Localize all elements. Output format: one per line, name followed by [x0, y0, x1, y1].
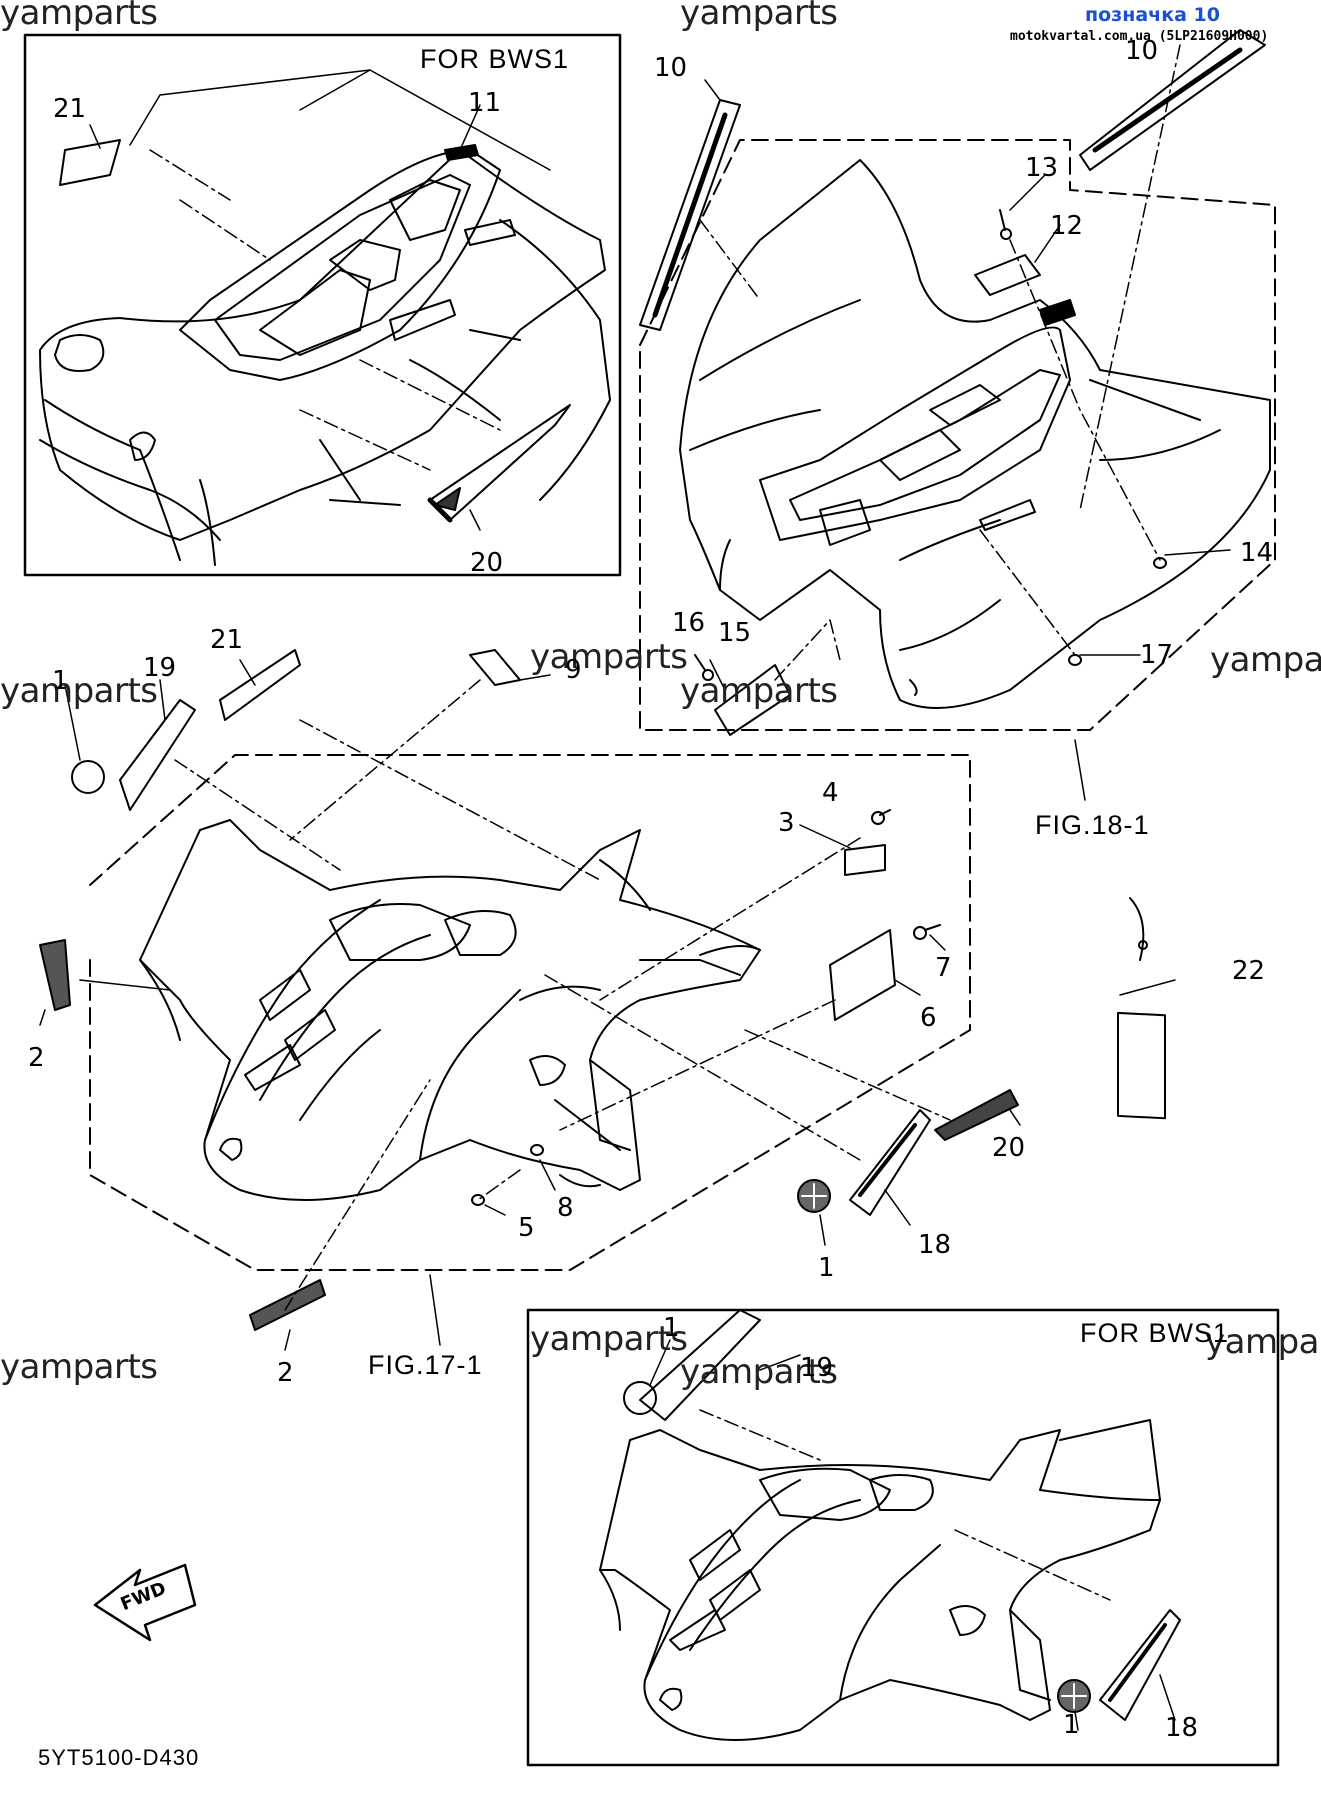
- callout-21: 21: [210, 625, 244, 655]
- callout-22: 22: [1232, 956, 1266, 986]
- fig-ref-17-1: FIG.17-1: [368, 1350, 483, 1380]
- watermark: yamparts: [1210, 640, 1321, 680]
- callout-1: 1: [818, 1253, 835, 1283]
- callout-11: 11: [468, 88, 502, 118]
- plate-12: [974, 254, 1041, 296]
- decal-18: [849, 1109, 931, 1216]
- callout-3: 3: [778, 808, 795, 838]
- front-fender-main: [139, 819, 761, 1201]
- callout-13: 13: [1025, 153, 1059, 183]
- bolt-16: [694, 654, 714, 681]
- emblem-1-circle: [71, 760, 105, 794]
- callout-12: 12: [1050, 211, 1084, 241]
- decal-9: [469, 649, 521, 686]
- callout-16: 16: [672, 608, 706, 638]
- leader-lines-fig18: [699, 44, 1231, 801]
- watermark: yamparts: [680, 671, 838, 711]
- callout-1: 1: [663, 1313, 680, 1343]
- callout-1: 1: [52, 666, 69, 696]
- emblem-1-bws1-circle: [623, 1381, 657, 1415]
- plate-6: [829, 929, 896, 1021]
- rear-fender-bws1: [39, 144, 611, 566]
- watermark: yamparts: [680, 0, 838, 33]
- callout-4: 4: [822, 778, 839, 808]
- callout-20: 20: [992, 1133, 1026, 1163]
- plate-3: [844, 844, 886, 876]
- fig-ref-18-1: FIG.18-1: [1035, 810, 1150, 840]
- callout-9: 9: [565, 655, 582, 685]
- leader-lines-top-left: [89, 69, 551, 531]
- inset-box-top-left: [23, 33, 622, 577]
- decal-20: [934, 1089, 1019, 1141]
- emblem-1-main: [797, 1179, 831, 1213]
- decal-2-upper: [39, 939, 71, 1011]
- callout-10: 10: [1125, 36, 1159, 66]
- nut-17: [1068, 654, 1082, 666]
- nut-14: [1153, 557, 1167, 569]
- fwd-arrow-icon: [93, 1563, 197, 1642]
- callout-19: 19: [800, 1353, 834, 1383]
- decal-20-bws1: [427, 404, 571, 523]
- watermark: yamparts: [0, 1347, 158, 1387]
- fig18-dashed-outline: [639, 139, 1276, 731]
- decal-21-bws1: [59, 139, 121, 186]
- callout-2: 2: [277, 1358, 294, 1388]
- decal-21: [219, 649, 301, 721]
- watermark: yamparts: [0, 671, 158, 711]
- source-label: motokvartal.com.ua (5LP21609H000): [1010, 29, 1269, 44]
- watermark: yamparts: [530, 1319, 688, 1359]
- front-fender-bws1: [599, 1419, 1161, 1741]
- callout-18: 18: [918, 1230, 952, 1260]
- header-tag: позначка 10: [1085, 4, 1220, 26]
- emblem-1-bws1: [1057, 1679, 1091, 1713]
- callout-8: 8: [557, 1193, 574, 1223]
- leader-lines-bottom-right: [649, 1339, 1176, 1731]
- watermark: yamparts: [680, 1352, 838, 1392]
- decal-19: [119, 699, 196, 811]
- callout-10: 10: [654, 53, 688, 83]
- inset-title-bottom-right: FOR BWS1: [1080, 1318, 1230, 1348]
- plate-15: [714, 664, 791, 736]
- tag-22: [1117, 897, 1166, 1120]
- inset-box-bottom-right: [526, 1308, 1280, 1767]
- callout-1: 1: [1063, 1710, 1080, 1740]
- rear-fender-main: [679, 159, 1271, 709]
- callout-19: 19: [143, 653, 177, 683]
- leader-lines-fig17: [39, 659, 1176, 1351]
- watermark: yamparts: [1205, 1322, 1321, 1362]
- fig17-dashed-outline: [89, 754, 971, 1271]
- bolt-13: [999, 209, 1012, 240]
- watermark: yamparts: [0, 0, 158, 33]
- callout-17: 17: [1140, 640, 1174, 670]
- decal-18-bws1: [1099, 1609, 1181, 1721]
- bolt-7: [913, 924, 941, 940]
- decal-10-top: [1079, 29, 1266, 171]
- diagram-code: 5YT5100-D430: [38, 1745, 200, 1770]
- nut-8: [530, 1144, 544, 1156]
- watermark: yamparts: [530, 637, 688, 677]
- callout-2: 2: [28, 1043, 45, 1073]
- callout-20: 20: [470, 548, 504, 578]
- callout-6: 6: [920, 1003, 937, 1033]
- callout-14: 14: [1240, 538, 1274, 568]
- callout-18: 18: [1165, 1713, 1199, 1743]
- callout-21: 21: [53, 94, 87, 124]
- inset-title-top-left: FOR BWS1: [420, 44, 570, 74]
- decal-10-side: [639, 99, 741, 331]
- nut-5: [471, 1194, 485, 1206]
- callout-15: 15: [718, 618, 752, 648]
- callout-7: 7: [935, 953, 952, 983]
- bolt-4: [871, 809, 891, 825]
- decal-19-bws1: [639, 1309, 761, 1421]
- callout-5: 5: [518, 1213, 535, 1243]
